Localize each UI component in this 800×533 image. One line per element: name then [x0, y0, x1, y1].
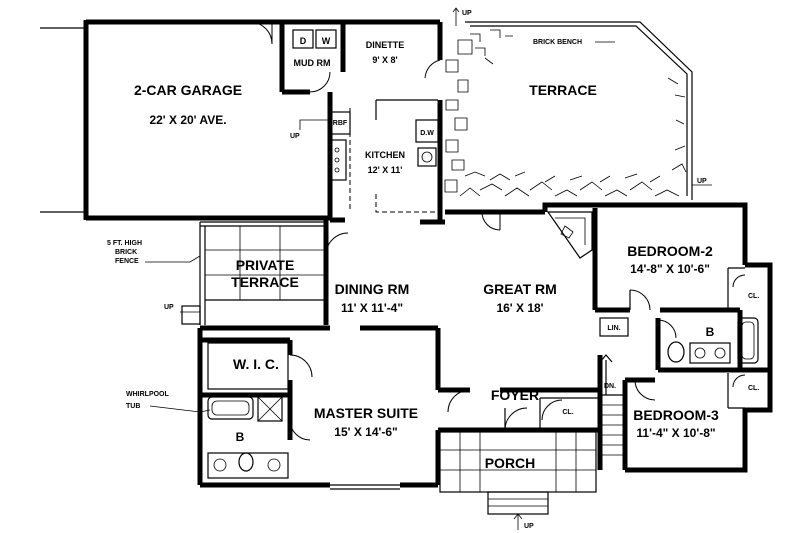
terrace-label: TERRACE [529, 82, 597, 98]
porch: UP PORCH [439, 431, 597, 530]
up-label-garage: UP [290, 133, 300, 140]
linen-label: LIN. [607, 325, 620, 332]
garage-label: 2-CAR GARAGE [134, 82, 242, 98]
garage-size: 22' X 20' AVE. [149, 113, 226, 127]
foyer-label: FOYER [491, 387, 539, 403]
closet-br2-label: CL. [748, 293, 759, 300]
washer-label: W [322, 36, 331, 46]
dryer-label: D [300, 36, 307, 46]
closet-br3-label: CL. [748, 385, 759, 392]
bedroom-3-label: BEDROOM-3 [633, 407, 719, 423]
house-walls [197, 202, 773, 490]
up-label-terrace-right: UP [697, 178, 707, 185]
bedroom-2: BEDROOM-2 14'-8" X 10'-6" CL. [627, 243, 759, 311]
living-area: DINING RM 11' X 11'-4" GREAT RM 16' X 18… [335, 211, 593, 315]
master-suite: W. I. C. B WHIRLPOOL TUB MASTER SUITE 15… [126, 342, 418, 479]
dining-size: 11' X 11'-4" [341, 301, 403, 315]
whirlpool-label-1: WHIRLPOOL [126, 391, 169, 398]
dinette-label: DINETTE [366, 40, 405, 50]
closet-foyer-label: CL. [562, 409, 573, 416]
brick-bench-label: BRICK BENCH [533, 39, 582, 46]
private-terrace-label-2: TERRACE [231, 274, 299, 290]
hall-bath-label: B [706, 325, 715, 339]
bedroom-3-size: 11'-4" X 10'-8" [636, 426, 715, 440]
foyer: FOYER CL. [447, 387, 598, 431]
master-bath-label: B [236, 430, 245, 444]
wic-label: W. I. C. [233, 356, 279, 372]
kitchen-wing: D W MUD RM DINETTE 9' X 8' RBF D.W KITCH… [279, 19, 445, 225]
up-label-porch: UP [524, 523, 534, 530]
down-label: DN. [604, 383, 616, 390]
fence-label-1: 5 FT. HIGH [107, 240, 142, 247]
kitchen-label: KITCHEN [365, 150, 405, 160]
great-room-label: GREAT RM [483, 281, 557, 297]
terrace-area: TERRACE BRICK BENCH UP UP [444, 7, 712, 213]
dining-label: DINING RM [335, 281, 410, 297]
porch-label: PORCH [485, 455, 536, 471]
mudroom-label: MUD RM [294, 58, 331, 68]
garage: 2-CAR GARAGE 22' X 20' AVE. UP [40, 19, 330, 221]
hall-bath: B [657, 317, 759, 364]
kitchen-size: 12' X 11' [368, 165, 403, 175]
fence-label-3: FENCE [115, 258, 139, 265]
master-suite-label: MASTER SUITE [314, 405, 418, 421]
private-terrace: PRIVATE TERRACE 5 FT. HIGH BRICK FENCE U… [107, 218, 349, 325]
private-terrace-label-1: PRIVATE [236, 257, 295, 273]
bedroom-2-label: BEDROOM-2 [627, 243, 713, 259]
refrigerator-label: RBF [333, 120, 348, 127]
dishwasher-label: D.W [420, 130, 434, 137]
master-suite-size: 15' X 14'-6" [334, 425, 397, 439]
bedroom-2-size: 14'-8" X 10'-6" [630, 262, 710, 276]
up-label-private-terrace: UP [164, 304, 174, 311]
dinette-size: 9' X 8' [372, 55, 397, 65]
bedroom-3: BEDROOM-3 11'-4" X 10'-8" CL. [633, 373, 759, 440]
up-label-terrace: UP [462, 10, 472, 17]
stairs: LIN. DN. [599, 317, 629, 456]
great-room-size: 16' X 18' [496, 301, 543, 315]
whirlpool-label-2: TUB [126, 403, 140, 410]
fence-label-2: BRICK [115, 249, 137, 256]
